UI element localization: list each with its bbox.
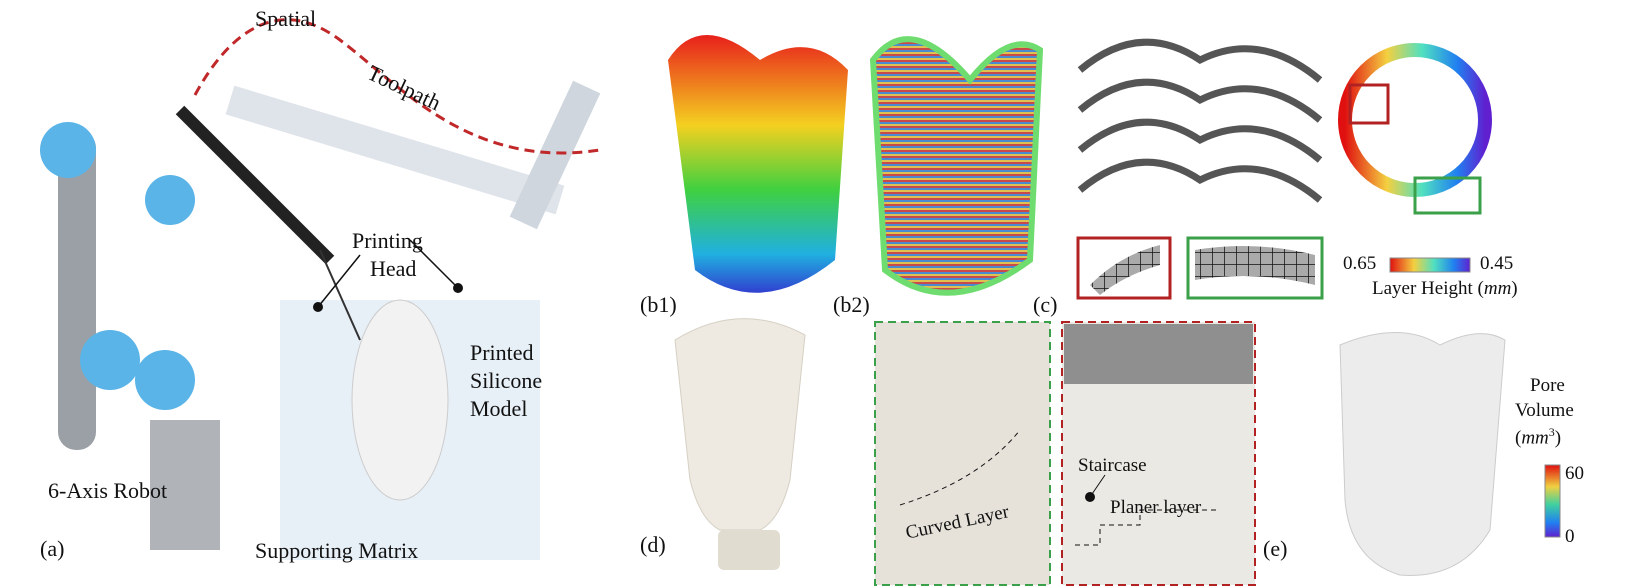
printed-model	[351, 299, 449, 501]
c-cbar-min: 0.45	[1480, 253, 1514, 274]
label-matrix: Supporting Matrix	[255, 538, 419, 563]
label-head: Head	[370, 256, 417, 281]
e-title-volume: Volume	[1515, 400, 1574, 421]
robot-illustration	[40, 18, 601, 560]
label-robot: 6-Axis Robot	[48, 478, 168, 503]
label-e: (e)	[1263, 536, 1288, 561]
label-silicone: Silicone	[470, 368, 543, 393]
c-colorbar	[1389, 257, 1471, 273]
label-c: (c)	[1033, 292, 1058, 317]
c-layers	[1077, 38, 1323, 203]
label-a: (a)	[40, 536, 65, 561]
e-cbar-max: 60	[1565, 463, 1584, 484]
label-b2: (b2)	[833, 292, 870, 317]
c-ring	[1338, 43, 1492, 197]
robot-arm	[58, 130, 96, 450]
label-model: Model	[470, 396, 528, 421]
e-colorbar	[1544, 464, 1561, 538]
label-printed: Printed	[470, 340, 534, 365]
label-printing: Printing	[352, 228, 423, 253]
e-title-pore: Pore	[1530, 375, 1565, 396]
c-cbar-title: Layer Height (mm)	[1372, 278, 1518, 299]
label-b1: (b1)	[640, 292, 677, 317]
d-photo-cup	[674, 318, 806, 531]
e-title-unit: (mm3)	[1515, 425, 1562, 449]
label-d: (d)	[640, 532, 666, 557]
e-cbar-min: 0	[1565, 526, 1575, 547]
c-cbar-max: 0.65	[1343, 253, 1377, 274]
label-staircase: Staircase	[1078, 455, 1147, 476]
d-curved-closeup	[874, 321, 1051, 586]
toolpath-curve	[193, 18, 601, 155]
b2-cup-layers	[869, 36, 1044, 296]
label-planer: Planer layer	[1110, 497, 1202, 518]
label-spatial: Spatial	[255, 6, 317, 31]
e-pore-cup	[1339, 332, 1506, 576]
b1-cup-heatmap	[668, 35, 848, 293]
